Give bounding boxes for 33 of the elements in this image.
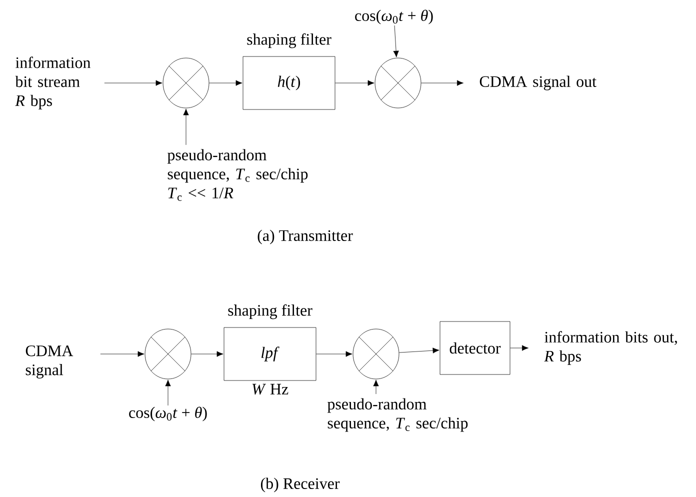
arrow (316, 351, 352, 357)
signal-label: information bits out, R bps (544, 331, 677, 365)
arrow (183, 108, 189, 146)
signal-label: cos(ω$_{0}$t + θ) (355, 10, 433, 24)
panel-caption: (a) Transmitter (258, 230, 353, 244)
arrow (393, 25, 399, 58)
multiplier-symbol (352, 328, 400, 380)
signal-label: pseudo-random sequence, T$_{c}$ sec/chip (327, 398, 468, 432)
signal-label: cos(ω$_{0}$t + θ) (129, 406, 207, 422)
signal-label: CDMA signal out (480, 76, 596, 90)
panel-caption: (b) Receiver (260, 478, 340, 492)
arrow (373, 380, 379, 394)
arrow (209, 80, 242, 86)
arrow (100, 351, 144, 357)
signal-label: information bit stream R bps (15, 56, 91, 110)
block-heading: shaping filter (247, 33, 332, 48)
arrow (191, 351, 224, 357)
arrow (165, 380, 171, 406)
block-heading: shaping filter (228, 304, 312, 320)
arrow (104, 80, 162, 86)
multiplier-symbol (144, 328, 192, 380)
signal-label: CDMA signal (26, 345, 74, 379)
arrow (421, 80, 464, 86)
arrow (398, 348, 440, 354)
filter-box: lpf (224, 327, 316, 381)
bandwidth-label: W Hz (252, 384, 288, 395)
filter-box: detector (440, 321, 510, 375)
multiplier-symbol (374, 58, 422, 108)
filter-box: h(t) (242, 56, 336, 110)
multiplier-symbol (162, 58, 210, 108)
arrow (510, 345, 528, 351)
arrow (335, 80, 374, 86)
signal-label: pseudo-random sequence, T$_{c}$ sec/chip T$_{c}$ << 1/R (167, 149, 308, 201)
